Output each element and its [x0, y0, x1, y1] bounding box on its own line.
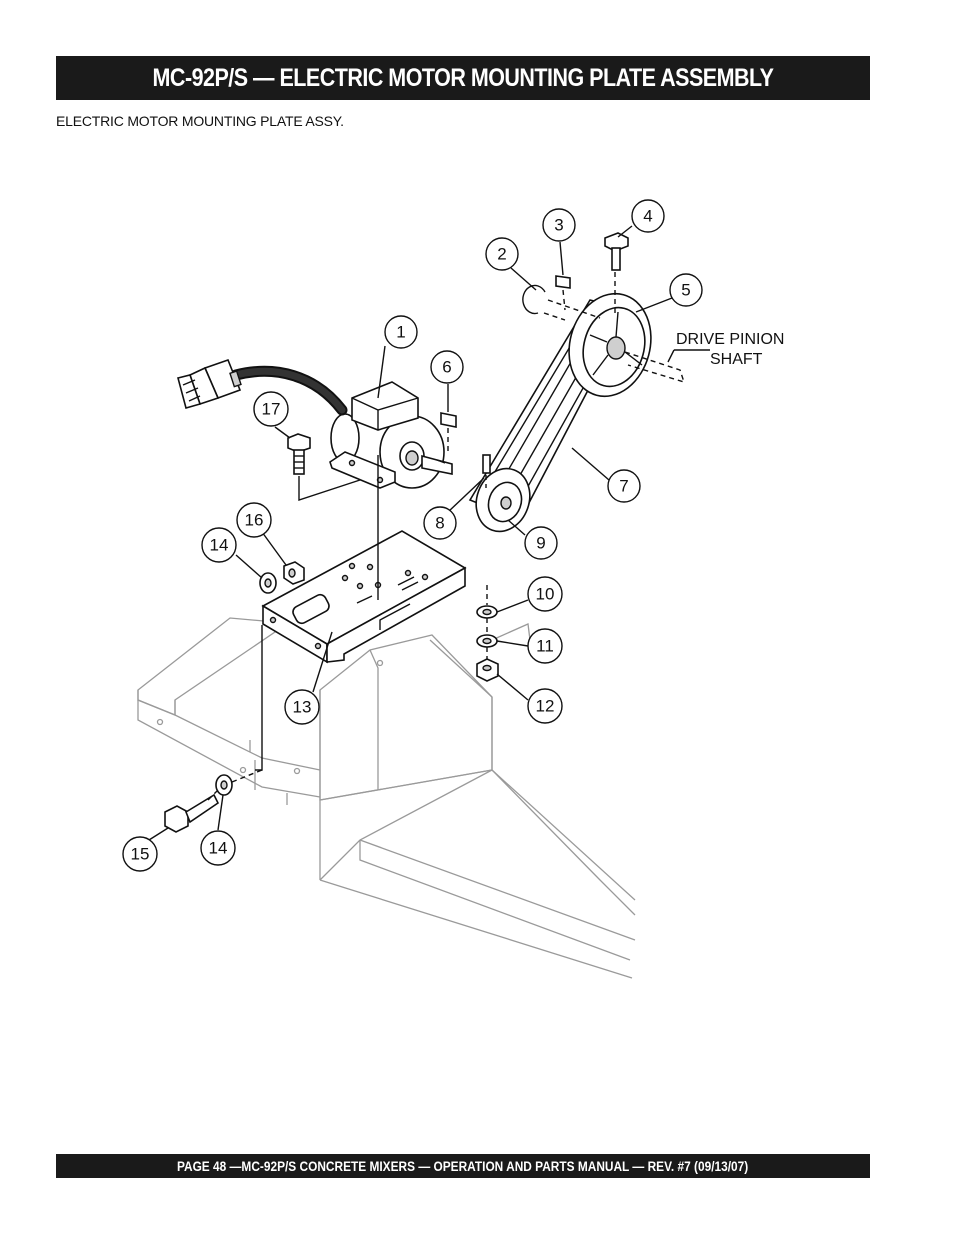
callout-1-number: 1	[396, 323, 405, 342]
callout-10-number: 10	[536, 585, 555, 604]
set-screw	[482, 454, 491, 474]
callout-7: 7	[607, 469, 641, 503]
callout-2-number: 2	[497, 245, 506, 264]
callout-9-number: 9	[536, 534, 545, 553]
callout-11-number: 11	[536, 637, 554, 656]
callout-16: 16	[236, 502, 272, 538]
nut-12-hole	[482, 664, 492, 672]
washer-11-hole	[482, 637, 492, 645]
callout-4: 4	[631, 199, 665, 233]
nut-16-hole	[288, 568, 296, 578]
callout-2: 2	[485, 237, 519, 271]
callout-17: 17	[253, 391, 289, 427]
key-3	[555, 275, 571, 289]
callout-13: 13	[284, 689, 320, 725]
callout-12: 12	[527, 688, 563, 724]
electric-motor	[329, 381, 453, 489]
callout-5: 5	[669, 273, 703, 307]
drive-pinion-shaft	[547, 299, 686, 384]
key-6	[440, 412, 457, 428]
callout-16-number: 16	[245, 511, 264, 530]
callout-14-top: 14	[201, 527, 237, 563]
washer-14-bottom-hole	[220, 780, 228, 790]
page-title: MC-92P/S — ELECTRIC MOTOR MOUNTING PLATE…	[152, 63, 774, 92]
callout-12-number: 12	[536, 697, 555, 716]
mounting-plate	[261, 530, 467, 664]
drive-pinion-label-line2: SHAFT	[710, 351, 763, 368]
callout-14-top-number: 14	[210, 536, 229, 555]
callout-6: 6	[430, 350, 464, 384]
callout-13-number: 13	[293, 698, 312, 717]
callout-3-number: 3	[554, 216, 563, 235]
drive-pulley	[568, 292, 652, 398]
bolt-15	[164, 793, 220, 833]
section-subtitle: ELECTRIC MOTOR MOUNTING PLATE ASSY.	[56, 113, 344, 129]
page-footer-text: PAGE 48 —MC-92P/S CONCRETE MIXERS — OPER…	[177, 1158, 749, 1174]
callout-5-number: 5	[681, 281, 690, 300]
callout-8: 8	[423, 506, 457, 540]
callout-14-bottom: 14	[200, 830, 236, 866]
callout-3: 3	[542, 208, 576, 242]
callout-1: 1	[384, 315, 418, 349]
callout-15-number: 15	[131, 845, 150, 864]
callout-6-number: 6	[442, 358, 451, 377]
motor-pulley	[475, 467, 531, 533]
leader-lines	[148, 225, 710, 841]
power-cord	[177, 358, 348, 416]
callout-8-number: 8	[435, 514, 444, 533]
callout-15: 15	[122, 836, 158, 872]
callout-10: 10	[527, 576, 563, 612]
bolt-4	[604, 232, 629, 271]
callout-17-number: 17	[262, 400, 281, 419]
callout-11: 11	[527, 628, 563, 664]
bolt-17	[287, 433, 311, 475]
callout-4-number: 4	[643, 207, 652, 226]
page-footer-bar: PAGE 48 —MC-92P/S CONCRETE MIXERS — OPER…	[56, 1154, 870, 1178]
callout-9: 9	[524, 526, 558, 560]
callout-7-number: 7	[619, 477, 628, 496]
washer-14-top-hole	[264, 578, 272, 588]
retaining-ring	[522, 284, 546, 315]
page-title-bar: MC-92P/S — ELECTRIC MOTOR MOUNTING PLATE…	[56, 56, 870, 100]
drive-pinion-label-line1: DRIVE PINION	[676, 331, 784, 348]
washer-10-hole	[482, 608, 492, 616]
callout-14-bottom-number: 14	[209, 839, 228, 858]
